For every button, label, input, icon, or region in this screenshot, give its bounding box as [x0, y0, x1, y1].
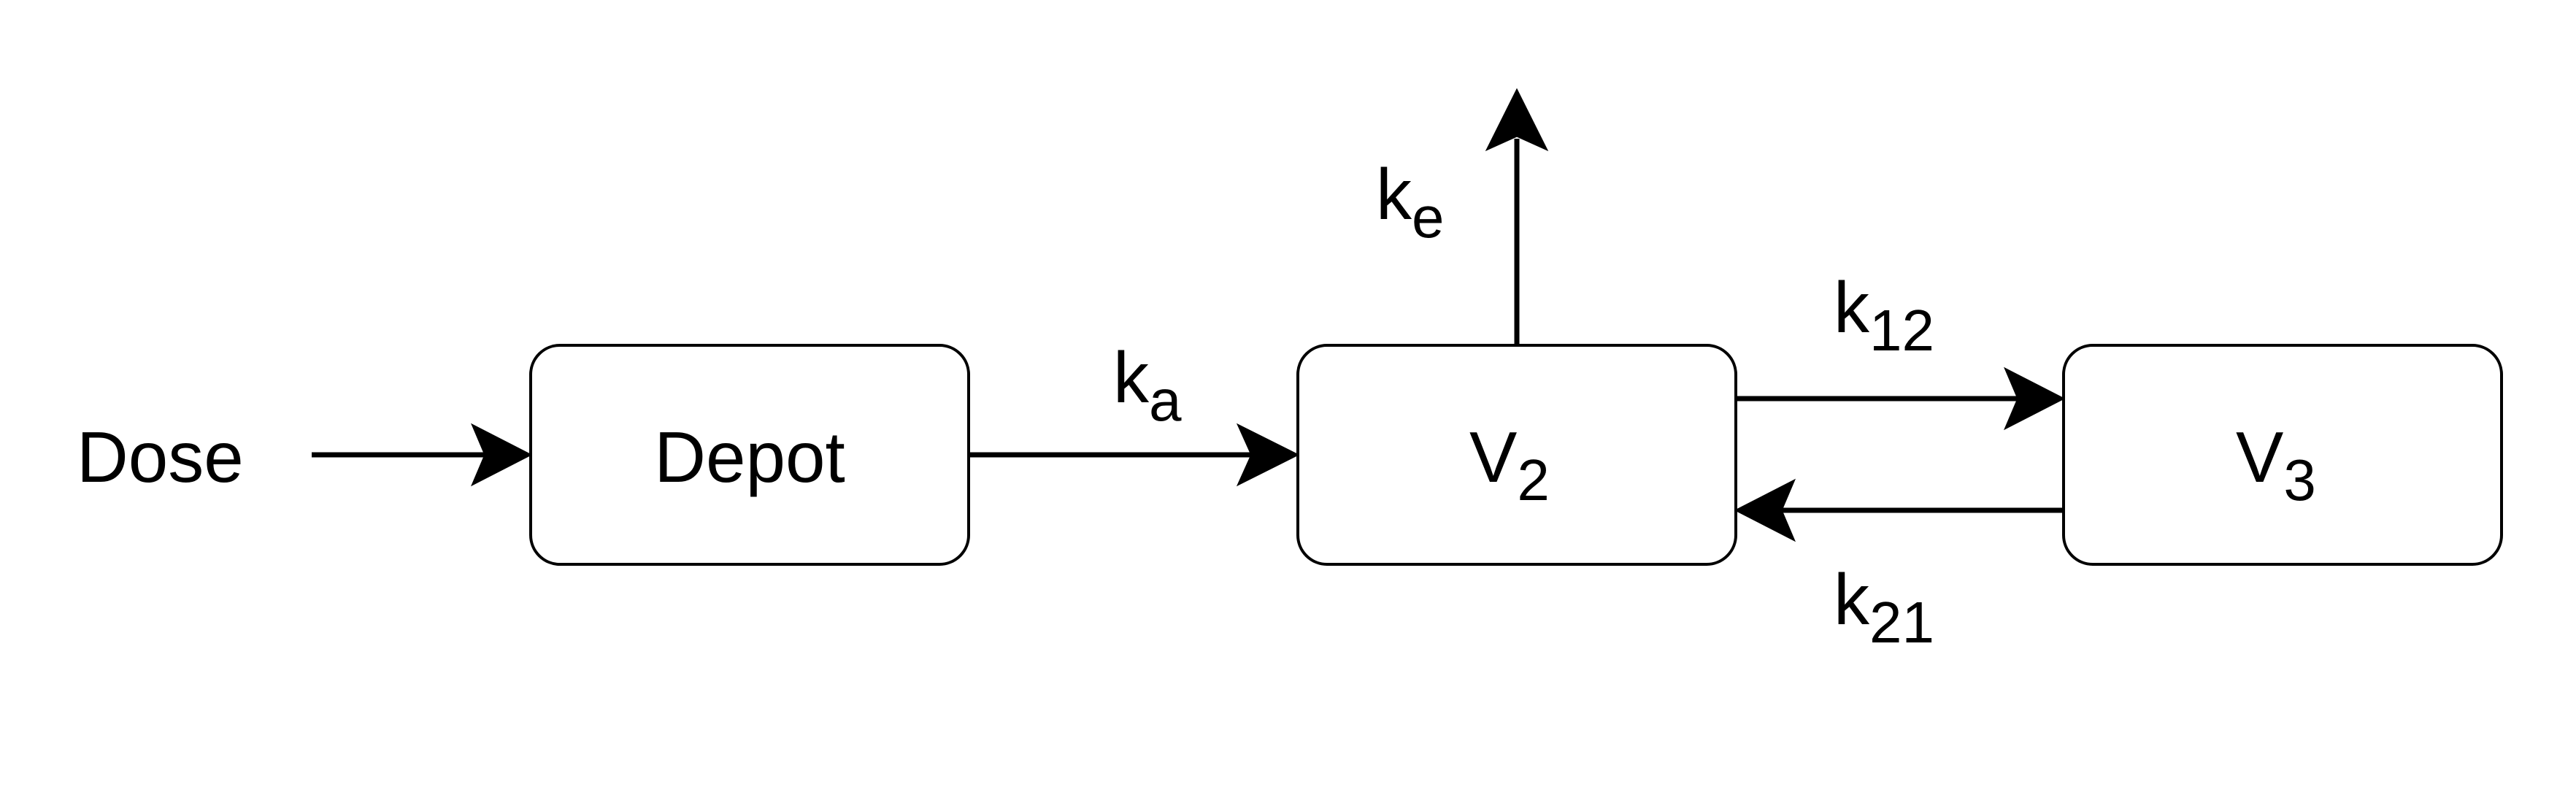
v2-compartment: V2	[1296, 344, 1737, 566]
ke-label: ke	[1376, 154, 1445, 250]
ka-label: ka	[1113, 337, 1182, 433]
k21-label: k21	[1834, 559, 1934, 655]
v2-label: V2	[1469, 417, 1550, 512]
absorption-arrow	[969, 423, 1300, 487]
depot-label: Depot	[654, 417, 845, 497]
elimination-arrow	[1485, 88, 1549, 345]
dose-label: Dose	[77, 417, 244, 497]
k21-arrow	[1734, 478, 2064, 542]
dose-arrow	[312, 423, 533, 487]
v3-label: V3	[2236, 417, 2316, 512]
k12-arrow	[1736, 366, 2066, 431]
k12-label: k12	[1834, 267, 1934, 363]
depot-compartment: Depot	[529, 344, 970, 566]
v3-compartment: V3	[2062, 344, 2503, 566]
